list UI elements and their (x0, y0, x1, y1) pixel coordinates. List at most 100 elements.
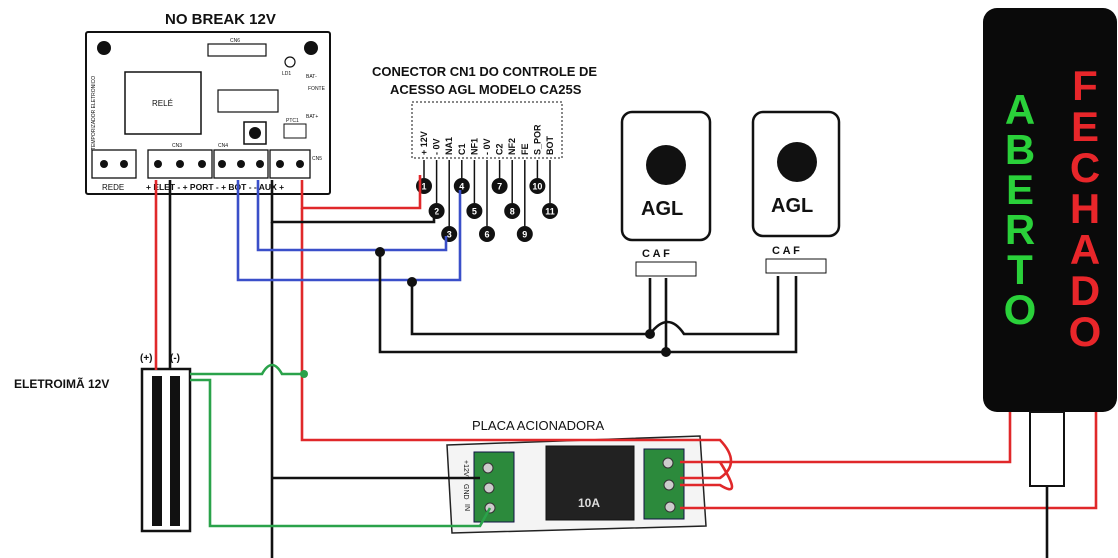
fechado-letter: F (1072, 62, 1098, 109)
rele-label: RELÉ (152, 99, 173, 108)
cn1-pin-label: FE (520, 143, 530, 155)
cn6-label: CN6 (230, 38, 240, 44)
wire-black-agl-c (410, 278, 652, 336)
cn3-label: CN3 (172, 143, 182, 149)
led-ld1 (284, 56, 296, 68)
agl-push-icon (646, 145, 686, 185)
push-button-cap (249, 127, 261, 139)
cn1-pin-label: NF1 (469, 138, 479, 155)
agl-terminal-block (765, 258, 827, 274)
side-text: TEMPORIZADOR ELETRONICO (91, 76, 97, 150)
wire-green-eletroima-top (190, 363, 304, 376)
cn1-pin-number: 6 (484, 230, 489, 240)
cn1-pin-number-badge (516, 226, 533, 242)
screw (662, 457, 674, 469)
ptc-label: PTC1 (286, 118, 299, 124)
eletroima-title: ELETROIMÃ 12V (14, 376, 109, 391)
cn1-pin-number-badge (542, 203, 558, 219)
cn1-pin-label: + 12V (419, 131, 429, 155)
cn1-pin-number: 5 (472, 207, 477, 217)
screw (100, 160, 108, 168)
bat-plus-label: BAT+ (306, 114, 318, 120)
agl-button-2: AGL C A F (751, 110, 841, 274)
screw (483, 482, 495, 494)
cn1-pin-label: BOT (545, 136, 555, 156)
ld1-label: LD1 (282, 71, 291, 77)
wire-red-to-fechado (680, 412, 1098, 510)
screw (237, 160, 245, 168)
junction-dot (375, 247, 385, 257)
cn1-pin-label: - 0V (482, 138, 492, 155)
wire-green-to-placa-in (190, 378, 492, 528)
cn1-pin-number-badge (428, 203, 445, 219)
wire-blue-bot-to-c1 (236, 180, 462, 282)
eletroima: (+) (-) (140, 353, 192, 533)
cn1-pin-number: 11 (545, 207, 555, 217)
cn6-header (207, 43, 267, 57)
placa-label-in: IN (463, 504, 470, 511)
screw (482, 462, 494, 474)
rede-label: REDE (102, 183, 124, 192)
wire-red-aux-to-cn1 (300, 175, 422, 210)
fechado-letter: E (1071, 103, 1099, 150)
placa-relay (545, 445, 635, 521)
screw (218, 160, 226, 168)
screw (296, 160, 304, 168)
indicator-cable-gland (1029, 411, 1065, 487)
agl-terminal-block (635, 261, 697, 277)
placa-label-12v: +12V (462, 460, 469, 477)
cn1-pin-number: 10 (532, 182, 542, 192)
fechado-letter: A (1070, 226, 1100, 273)
mount-hole (97, 41, 111, 55)
rele-component (124, 71, 202, 135)
cn1-pin-number-badge (504, 203, 521, 219)
agl-terminal-letters: C A F (642, 248, 670, 260)
aberto-letter: T (1007, 246, 1033, 293)
aberto-letter: O (1004, 286, 1037, 333)
agl-label: AGL (641, 198, 683, 220)
aberto-letter: B (1005, 126, 1035, 173)
indicator-body (983, 8, 1117, 412)
cn4-label: CN4 (218, 143, 228, 149)
cn1-pin-number-badge (491, 178, 508, 194)
wire-red-aux-to-placa (300, 208, 733, 480)
fechado-letter: H (1070, 185, 1100, 232)
junction-dot (661, 347, 671, 357)
connector-title-line2: ACESSO AGL MODELO CA25S (390, 82, 582, 97)
junction-dot (300, 370, 308, 378)
rede-terminal (91, 149, 137, 179)
cn5-label: CN5 (312, 156, 322, 162)
cn1-pin-label: C1 (457, 143, 467, 155)
screw (198, 160, 206, 168)
agl-push-icon (777, 142, 817, 182)
fechado-letter: O (1069, 308, 1102, 355)
cn1-pin-number: 4 (459, 182, 464, 192)
agl-button-1: AGL C A F (620, 110, 712, 277)
eletroima-coil (152, 376, 162, 526)
aberto-letter: E (1006, 166, 1034, 213)
screw (176, 160, 184, 168)
cn1-pin-number-badge (479, 226, 495, 242)
mount-hole (304, 41, 318, 55)
bat-minus-label: BAT- (306, 74, 317, 80)
fonte-label: FONTE (308, 86, 326, 92)
cn1-pin-number: 2 (434, 207, 439, 217)
junction-dot (645, 329, 655, 339)
cn1-pin-number: 7 (497, 182, 502, 192)
fechado-letter: D (1070, 267, 1100, 314)
placa-title: PLACA ACIONADORA (472, 418, 605, 433)
nobreak-board: RELÉ CN6 PTC1 LD1 FONTE BAT- BAT+ TEMPOR… (85, 31, 331, 195)
ptc-component (283, 123, 307, 139)
cn1-pin-number: 1 (421, 182, 426, 192)
wire-black-to-pin2 (270, 180, 436, 224)
cn1-pin-number: 8 (510, 207, 515, 217)
aberto-letter: A (1005, 86, 1035, 133)
terminals-label: + ELET - + PORT - + BOT - - AUX + (146, 182, 284, 192)
screw (663, 479, 675, 491)
cn1-pin-label: NA1 (444, 137, 454, 155)
wire-red-to-aberto (680, 412, 1012, 464)
screw (256, 160, 264, 168)
